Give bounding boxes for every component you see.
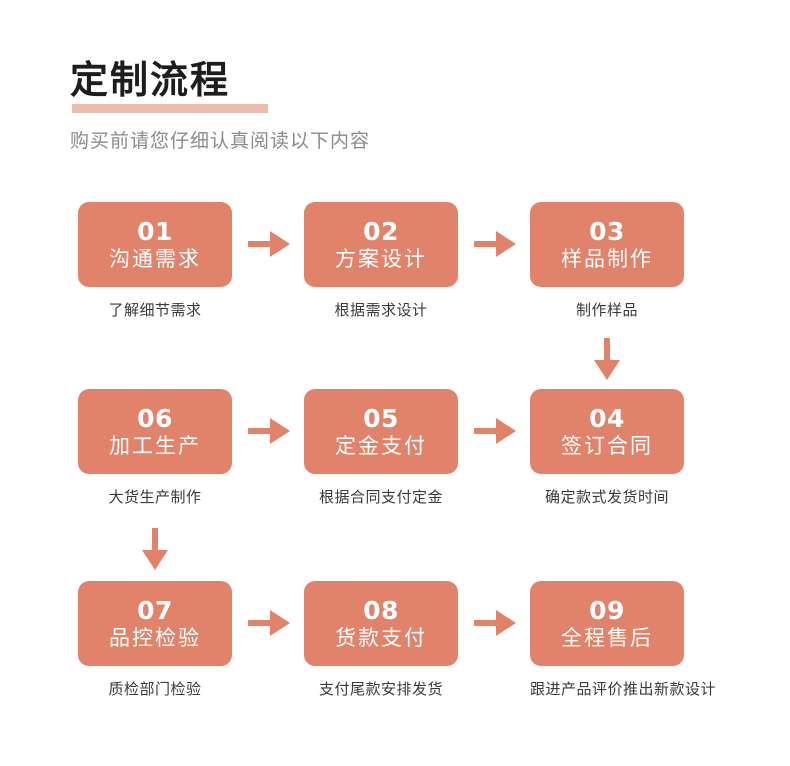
flow-step-box-06: 06 加工生产 — [78, 389, 232, 474]
flow-step-01: 01 沟通需求 了解细节需求 — [78, 202, 232, 321]
title-underline-bar — [72, 104, 268, 113]
flow-step-number: 01 — [137, 217, 173, 246]
arrow-right-icon — [474, 231, 518, 257]
arrow-head — [270, 231, 290, 257]
flow-step-caption: 制作样品 — [575, 302, 638, 319]
flow-step-number: 06 — [137, 404, 173, 433]
flow-step-03: 03 样品制作 制作样品 — [530, 202, 684, 321]
flow-step-box-07: 07 品控检验 — [78, 581, 232, 666]
arrow-right-icon — [248, 610, 292, 636]
flow-step-caption: 支付尾款安排发货 — [318, 681, 443, 698]
flow-step-caption: 大货生产制作 — [108, 489, 202, 506]
flow-step-box-04: 04 签订合同 — [530, 389, 684, 474]
arrow-down-icon — [594, 338, 620, 382]
arrow-stem — [604, 338, 610, 364]
flow-step-number: 02 — [363, 217, 399, 246]
arrow-stem — [474, 620, 500, 626]
arrow-stem — [248, 428, 274, 434]
flow-step-08: 08 货款支付 支付尾款安排发货 — [304, 581, 458, 700]
arrow-head — [270, 418, 290, 444]
arrow-head — [496, 610, 516, 636]
arrow-right-icon — [474, 418, 518, 444]
arrow-head — [496, 418, 516, 444]
flow-step-name: 货款支付 — [335, 627, 427, 650]
arrow-stem — [248, 620, 274, 626]
flow-step-name: 方案设计 — [335, 248, 427, 271]
arrow-stem — [474, 241, 500, 247]
flow-step-name: 全程售后 — [561, 627, 653, 650]
flow-step-number: 07 — [137, 596, 173, 625]
flow-step-box-08: 08 货款支付 — [304, 581, 458, 666]
flow-step-caption: 了解细节需求 — [108, 302, 202, 319]
arrow-stem — [248, 241, 274, 247]
arrow-head — [270, 610, 290, 636]
flow-step-caption: 质检部门检验 — [108, 681, 202, 698]
flow-step-05: 05 定金支付 根据合同支付定金 — [304, 389, 458, 508]
flow-step-caption: 跟进产品评价推出新款设计 — [530, 681, 717, 698]
page-subtitle: 购买前请您仔细认真阅读以下内容 — [70, 131, 371, 152]
flow-step-name: 样品制作 — [561, 248, 653, 271]
flow-step-02: 02 方案设计 根据需求设计 — [304, 202, 458, 321]
flow-step-name: 签订合同 — [561, 435, 653, 458]
flow-step-caption: 根据需求设计 — [334, 302, 428, 319]
flow-step-number: 08 — [363, 596, 399, 625]
arrow-right-icon — [248, 231, 292, 257]
arrow-head — [594, 360, 620, 380]
flow-step-number: 03 — [589, 217, 625, 246]
arrow-stem — [474, 428, 500, 434]
flow-step-number: 05 — [363, 404, 399, 433]
flow-step-caption: 根据合同支付定金 — [318, 489, 443, 506]
arrow-right-icon — [474, 610, 518, 636]
flow-step-09: 09 全程售后 跟进产品评价推出新款设计 — [530, 581, 717, 700]
arrow-head — [142, 550, 168, 570]
flow-step-name: 加工生产 — [109, 435, 201, 458]
flow-step-caption: 确定款式发货时间 — [544, 489, 669, 506]
arrow-stem — [152, 528, 158, 554]
page-header: 定制流程 购买前请您仔细认真阅读以下内容 — [70, 58, 710, 152]
flow-step-box-03: 03 样品制作 — [530, 202, 684, 287]
flow-step-number: 09 — [589, 596, 625, 625]
flow-step-box-09: 09 全程售后 — [530, 581, 684, 666]
arrow-down-icon — [142, 528, 168, 572]
flow-step-box-05: 05 定金支付 — [304, 389, 458, 474]
flow-step-04: 04 签订合同 确定款式发货时间 — [530, 389, 684, 508]
flow-step-06: 06 加工生产 大货生产制作 — [78, 389, 232, 508]
page-title: 定制流程 — [70, 60, 231, 102]
flow-step-number: 04 — [589, 404, 625, 433]
flow-step-name: 定金支付 — [335, 435, 427, 458]
flow-step-07: 07 品控检验 质检部门检验 — [78, 581, 232, 700]
arrow-head — [496, 231, 516, 257]
flow-step-box-02: 02 方案设计 — [304, 202, 458, 287]
flow-step-box-01: 01 沟通需求 — [78, 202, 232, 287]
flow-step-name: 品控检验 — [109, 627, 201, 650]
flow-step-name: 沟通需求 — [109, 248, 201, 271]
arrow-right-icon — [248, 418, 292, 444]
